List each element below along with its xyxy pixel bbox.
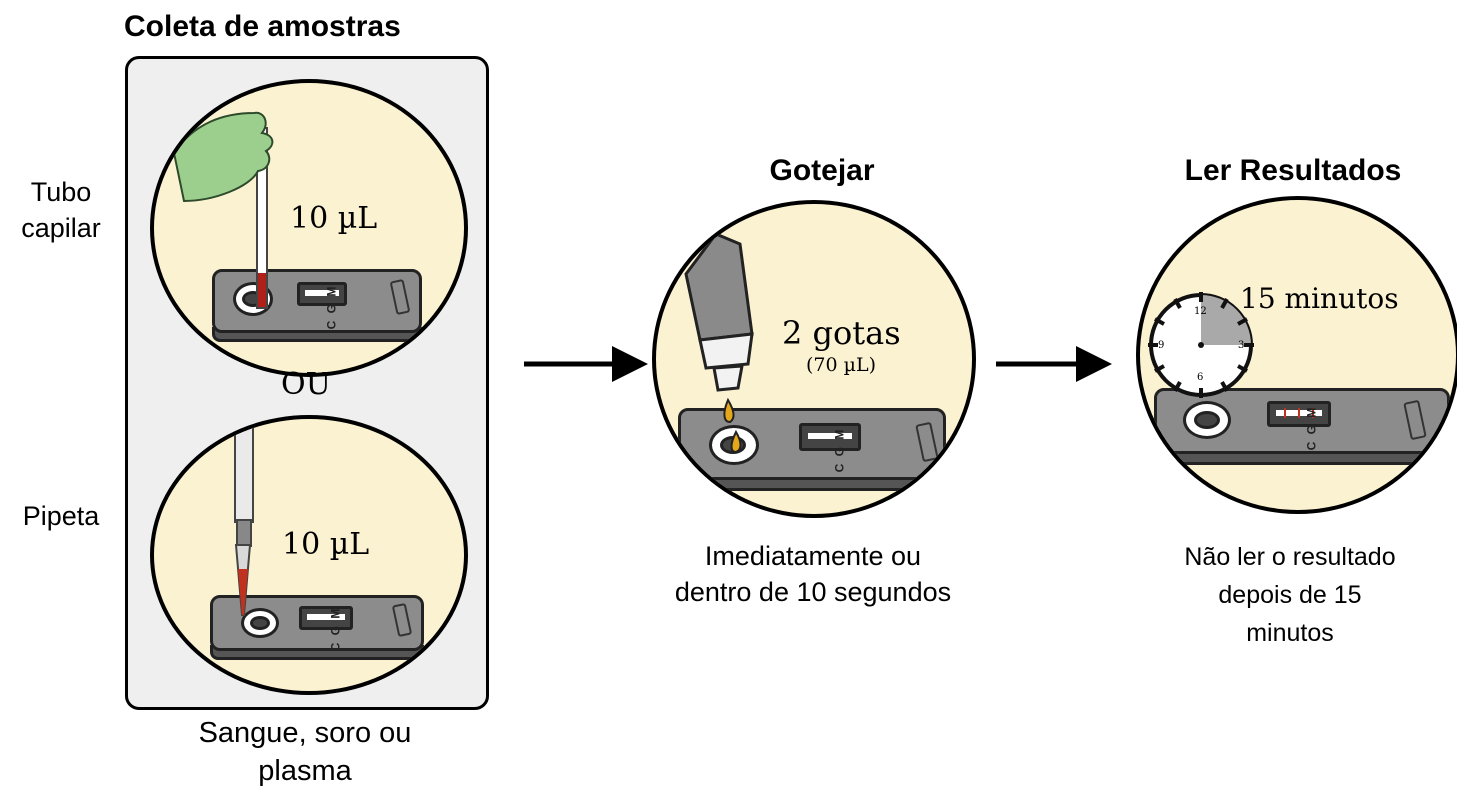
method-pipette-label: Pipeta — [22, 501, 100, 531]
or-label: OU — [281, 367, 331, 402]
cassette-letters: C G M — [1304, 405, 1319, 451]
test-cassette: C G M — [1154, 388, 1450, 454]
step3-title: Ler Resultados — [1184, 154, 1402, 187]
sample-well — [241, 608, 279, 638]
time-label: 15 minutos — [1240, 282, 1399, 315]
sample-types-caption: Sangue, soro ou plasma — [198, 717, 412, 787]
arrow-right-icon — [524, 346, 648, 382]
tube-volume-label: 10 µL — [290, 201, 378, 236]
clock-label-12: 12 — [1194, 306, 1207, 317]
read-results-illustration: C G M 12 3 6 9 15 minutos — [1136, 196, 1457, 514]
read-results-caption: Não ler o resultado depois de 15 minutos — [1184, 543, 1396, 647]
result-window — [299, 606, 353, 630]
control-line — [1284, 408, 1286, 418]
pipette-tip-icon — [234, 544, 252, 616]
clock-label-9: 9 — [1158, 340, 1165, 351]
result-window — [799, 423, 861, 451]
arrow-right-icon — [996, 346, 1112, 382]
drops-volume-label: (70 µL) — [806, 354, 877, 376]
sample-collection-panel: C G M 10 µL OU C G M 10 µL — [125, 56, 489, 710]
pipette-volume-label: 10 µL — [282, 527, 370, 562]
igg-line — [1298, 408, 1300, 418]
cassette-grip — [1403, 399, 1427, 441]
step1-title: Coleta de amostras — [124, 10, 401, 43]
clock-icon — [1148, 292, 1254, 398]
igm-line — [1312, 408, 1314, 418]
step2-title: Gotejar — [769, 154, 875, 187]
test-cassette: C G M — [210, 595, 424, 651]
result-window — [1267, 401, 1331, 427]
drip-caption: Imediatamente ou dentro de 10 segundos — [674, 541, 952, 607]
result-window — [297, 282, 347, 306]
pipette-illustration: C G M 10 µL — [150, 415, 468, 695]
dropper-bottle-icon — [684, 232, 754, 454]
test-cassette: C G M — [678, 408, 946, 480]
drops-count-label: 2 gotas — [782, 314, 901, 352]
clock-label-6: 6 — [1197, 372, 1204, 383]
gloved-hand-icon — [172, 111, 274, 203]
capillary-tube-illustration: C G M 10 µL — [150, 79, 468, 377]
method-tube-label: Tubo capilar — [21, 177, 101, 243]
blood-sample — [258, 273, 266, 307]
clock-label-3: 3 — [1238, 340, 1245, 351]
sample-well — [1183, 401, 1231, 439]
buffer-drip-illustration: C G M 2 gotas (70 µL) — [652, 200, 976, 518]
test-cassette: C G M — [212, 269, 422, 333]
